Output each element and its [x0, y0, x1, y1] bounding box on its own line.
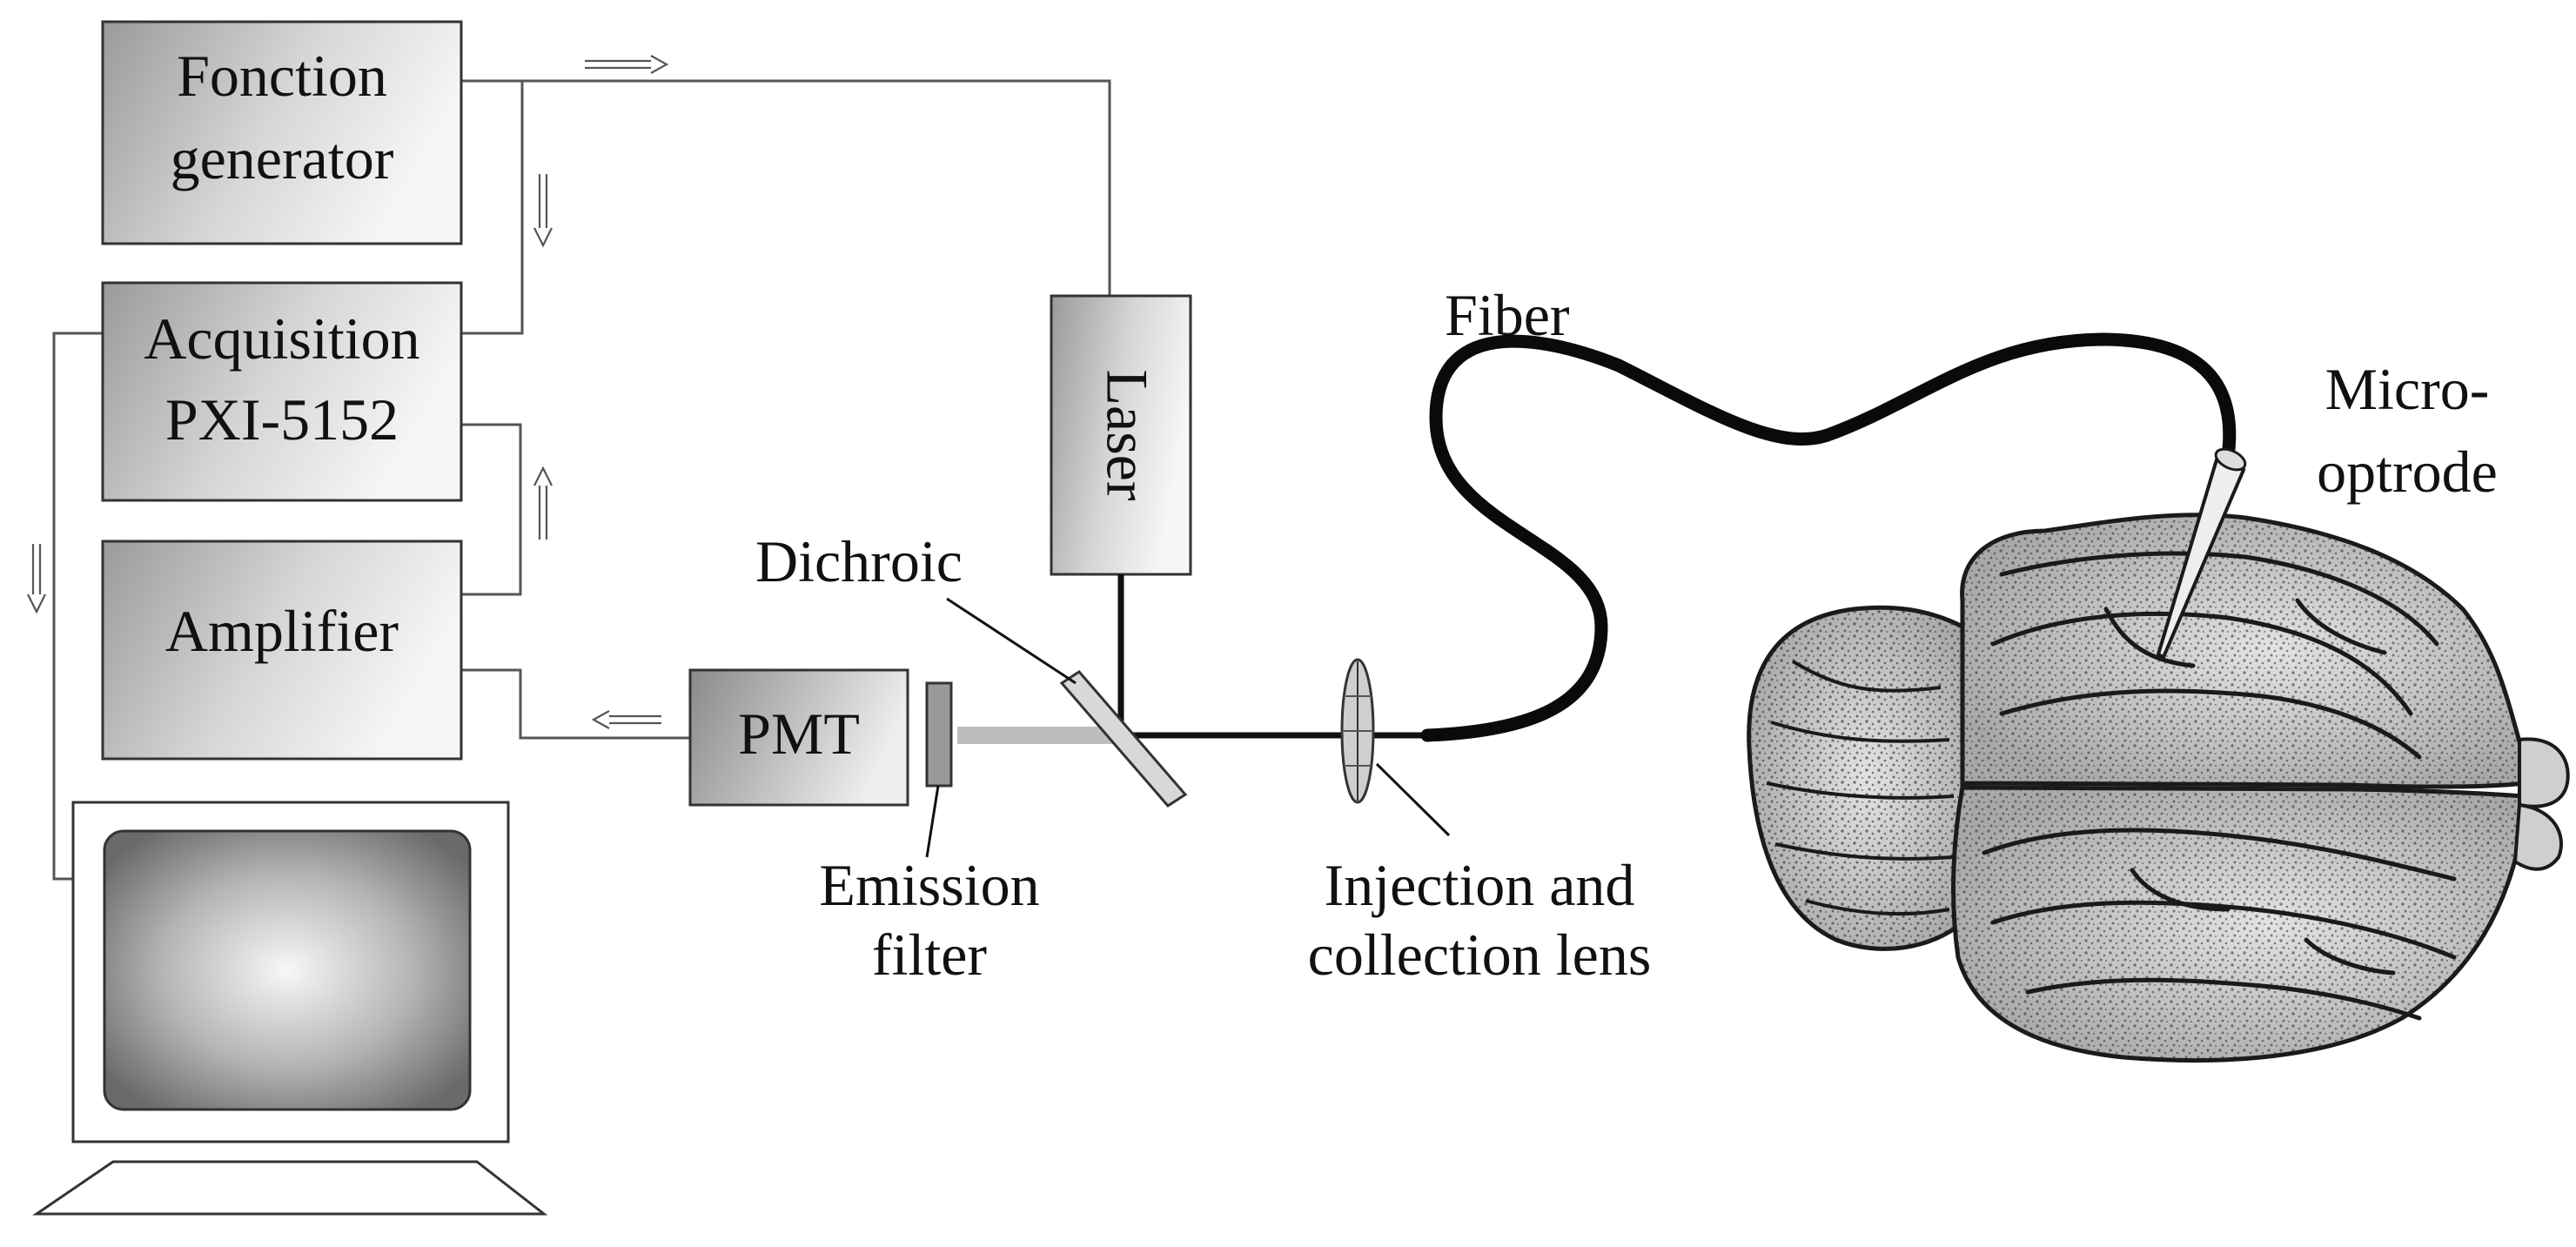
computer-monitor — [32, 801, 548, 1216]
acquisition-label-line2: PXI-5152 — [165, 386, 399, 453]
arrow-down-icon — [27, 544, 46, 614]
arrow-up-icon — [533, 466, 553, 540]
emission-filter-label-line1: Emission — [819, 852, 1039, 918]
laser-box: Laser — [1050, 294, 1192, 576]
arrow-down-icon — [533, 174, 553, 248]
laser-label: Laser — [1094, 369, 1160, 500]
injection-collection-lens — [1340, 658, 1375, 804]
emission-filter — [925, 681, 953, 788]
amplifier-box: Amplifier — [101, 540, 463, 761]
arrow-left-icon — [591, 710, 661, 729]
amplifier-label: Amplifier — [165, 598, 399, 664]
emission-filter-leader — [925, 785, 940, 858]
microoptrode-label-line2: optrode — [2317, 439, 2498, 505]
acquisition-box: Acquisition PXI-5152 — [101, 281, 463, 502]
computer-screen — [103, 829, 472, 1111]
optical-fiber — [1420, 332, 2237, 742]
function-generator-box: Fonction generator — [101, 20, 463, 245]
wire-generator-to-acquisition — [461, 81, 524, 335]
micro-optrode — [2156, 447, 2247, 660]
lens-label-line1: Injection and — [1325, 852, 1635, 918]
emission-filter-label-line2: filter — [872, 922, 988, 988]
keyboard-base — [32, 1160, 548, 1216]
function-generator-label-line1: Fonction — [177, 43, 387, 109]
acquisition-label-line1: Acquisition — [144, 305, 419, 372]
arrow-right-icon — [585, 55, 669, 74]
fiber-label: Fiber — [1445, 282, 1570, 348]
pmt-label: PMT — [738, 701, 860, 767]
signal-arrows — [27, 55, 669, 729]
label-leaders — [925, 597, 1451, 858]
dichroic-mirror — [1059, 670, 1188, 808]
dichroic-leader — [946, 597, 1077, 685]
optical-path — [957, 574, 1427, 744]
wire-generator-to-laser — [461, 79, 1111, 296]
wire-pmt-to-amplifier — [461, 668, 690, 740]
dichroic-label: Dichroic — [755, 528, 963, 594]
microoptrode-label-line1: Micro- — [2325, 356, 2490, 422]
wire-amplifier-to-acquisition — [461, 423, 522, 596]
lens-leader — [1375, 762, 1451, 837]
wire-acquisition-to-computer — [52, 332, 103, 881]
brain-illustration — [1747, 513, 2570, 1063]
function-generator-label-line2: generator — [171, 125, 394, 191]
emission-beam — [957, 727, 1123, 744]
lens-label-line2: collection lens — [1308, 922, 1652, 988]
signal-wiring — [52, 79, 1111, 881]
pmt-box: PMT — [688, 668, 909, 807]
